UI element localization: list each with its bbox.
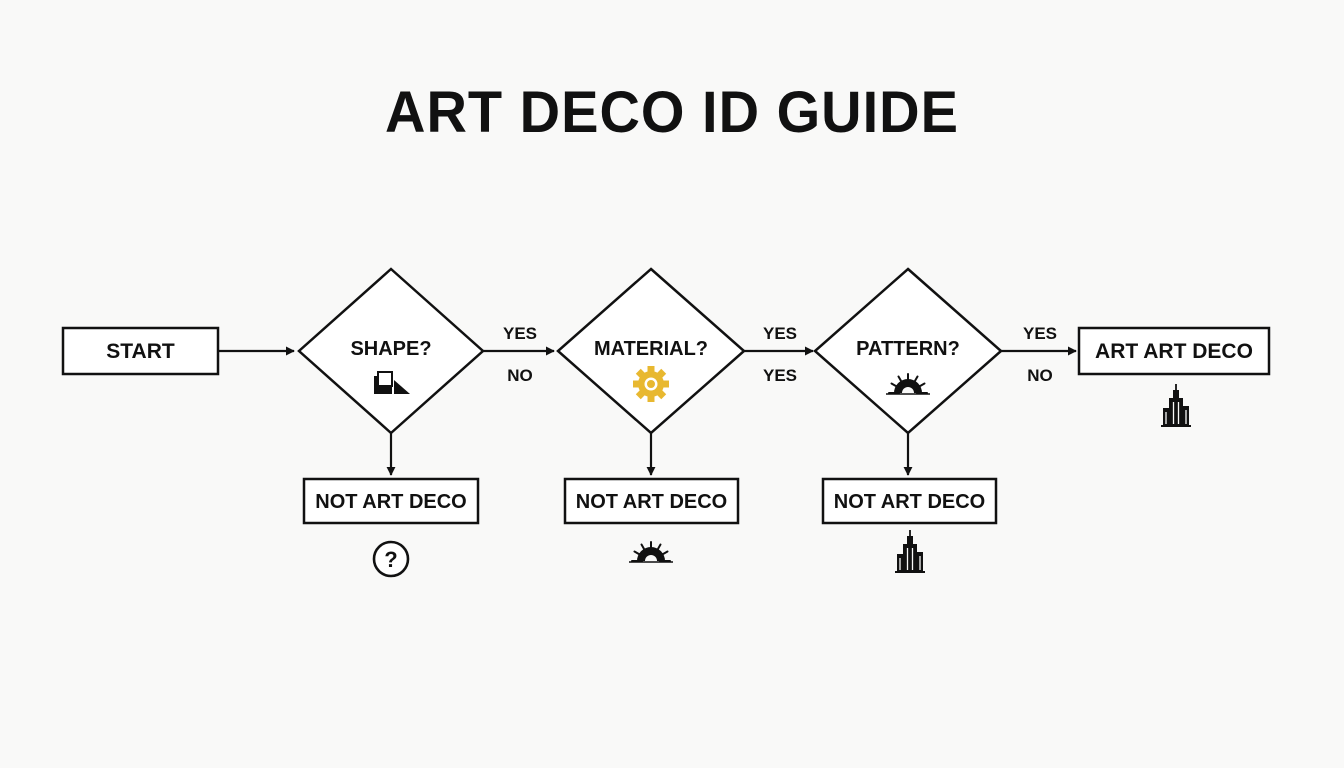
not-art-deco-material: NOT ART DECO xyxy=(563,477,740,563)
skyscraper-icon xyxy=(1160,383,1192,427)
geometric-shapes-icon xyxy=(374,371,410,394)
decision-material: MATERIAL? xyxy=(556,267,746,435)
edge-label-pattern-yes: YES xyxy=(1023,324,1057,343)
decision-shape: SHAPE? xyxy=(297,267,485,435)
not-art-deco-pattern-label: NOT ART DECO xyxy=(834,491,985,513)
edge-label-pattern-no: NO xyxy=(1027,366,1053,385)
decision-pattern-label: PATTERN? xyxy=(856,338,960,360)
skyscraper-icon xyxy=(894,529,926,573)
edge-label-shape-no: NO xyxy=(507,366,533,385)
decision-pattern: PATTERN? xyxy=(813,267,1003,435)
result-node: ART ART DECO xyxy=(1077,326,1271,427)
not-art-deco-shape-label: NOT ART DECO xyxy=(315,491,466,513)
not-art-deco-material-label: NOT ART DECO xyxy=(576,491,727,513)
start-label: START xyxy=(106,340,175,363)
question-mark-icon: ? xyxy=(372,540,410,578)
svg-text:?: ? xyxy=(384,547,397,572)
edge-label-shape-yes: YES xyxy=(503,324,537,343)
result-label: ART ART DECO xyxy=(1095,340,1253,363)
connectors xyxy=(218,346,1077,476)
gear-icon xyxy=(633,366,669,402)
edge-label-material-yes: YES xyxy=(763,324,797,343)
start-node: START xyxy=(61,326,220,376)
edge-label-material-yes-2: YES xyxy=(763,366,797,385)
sunburst-icon xyxy=(628,541,674,563)
decision-shape-label: SHAPE? xyxy=(350,338,431,360)
not-art-deco-pattern: NOT ART DECO xyxy=(821,477,998,573)
decision-material-label: MATERIAL? xyxy=(594,338,708,360)
diagram-title: ART DECO ID GUIDE xyxy=(385,78,959,145)
not-art-deco-shape: NOT ART DECO ? xyxy=(302,477,480,578)
